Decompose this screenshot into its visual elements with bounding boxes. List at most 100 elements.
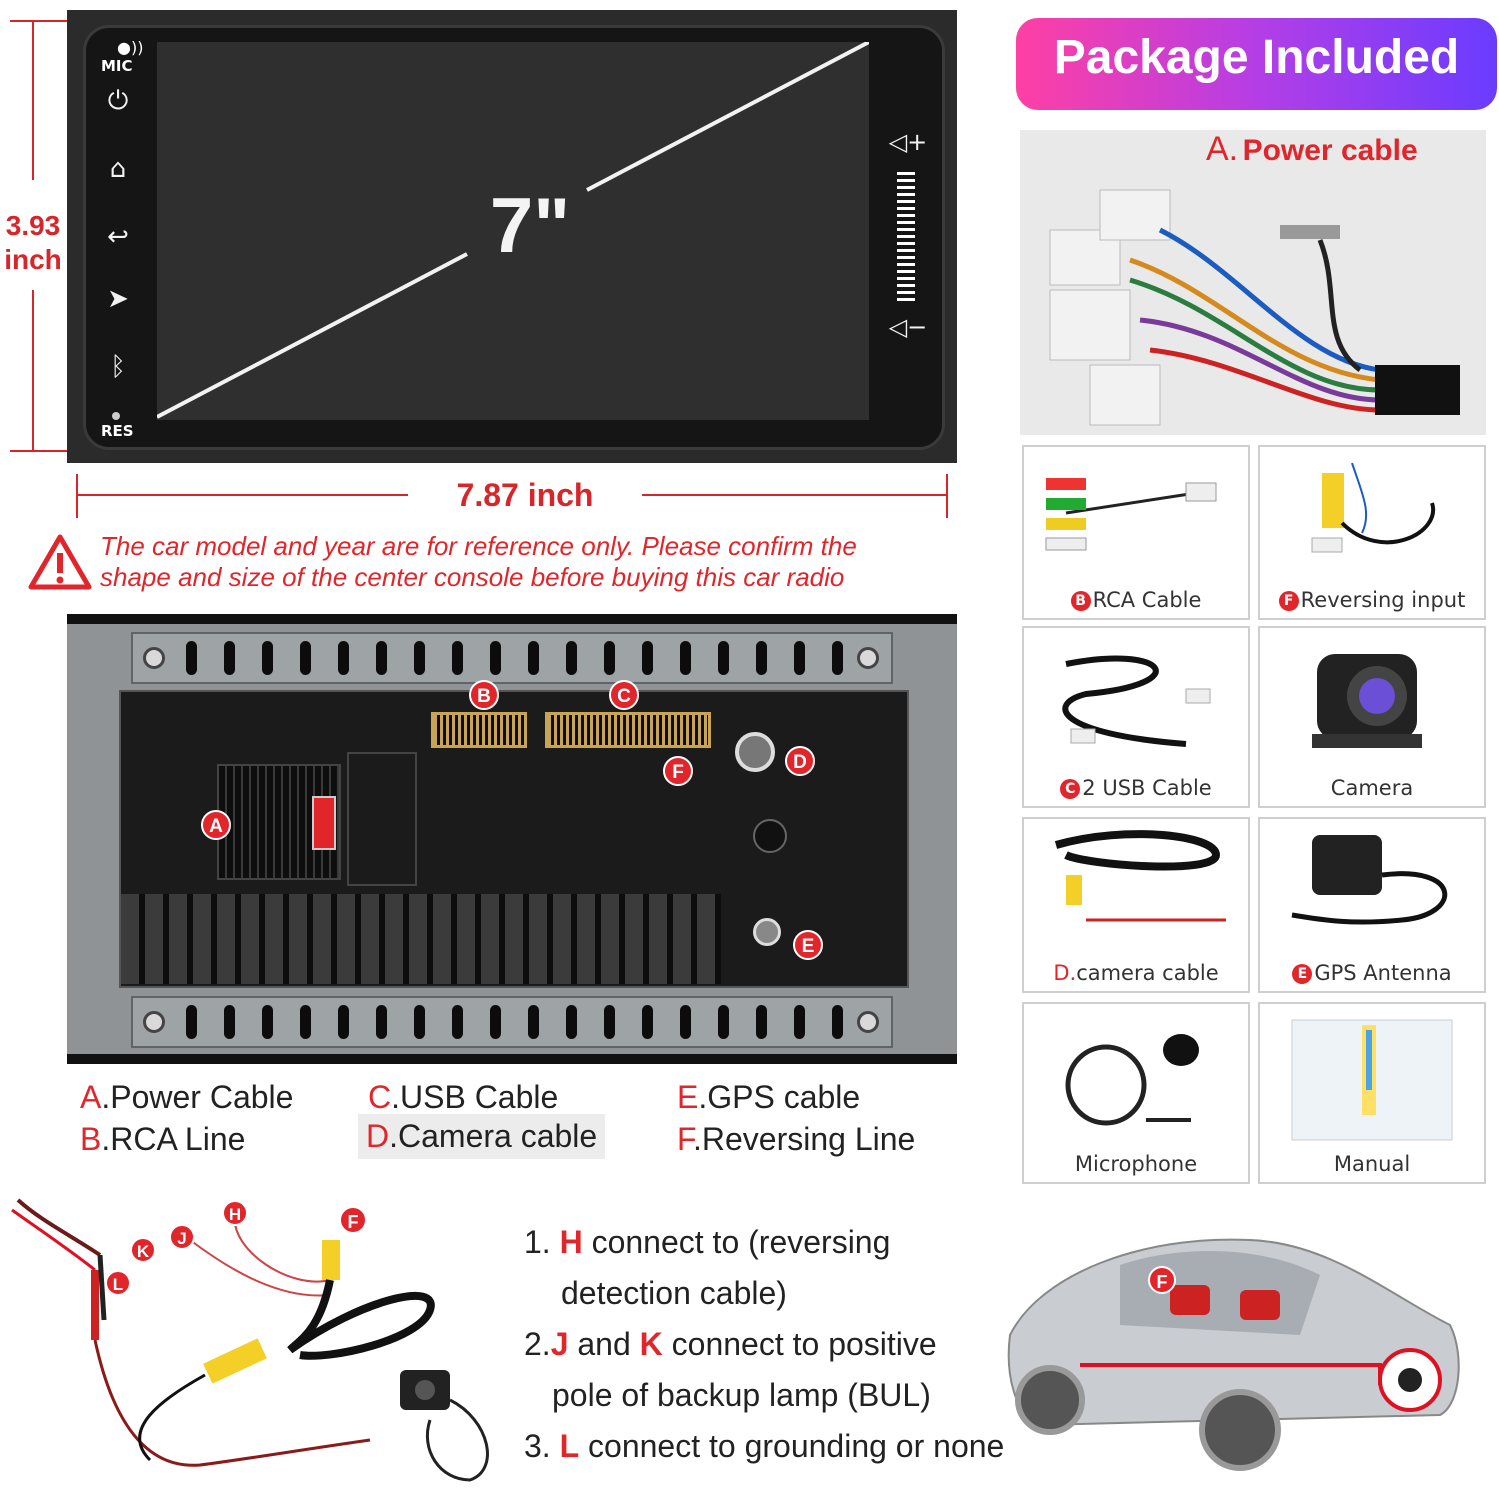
step-2-cont: pole of backup lamp (BUL): [552, 1377, 931, 1413]
screw-icon: [143, 1011, 165, 1033]
rca-cable-marker: B: [1070, 591, 1091, 611]
vent-slot: [718, 641, 729, 675]
vent-slot: [680, 641, 691, 675]
vent-slot: [186, 1005, 197, 1039]
volume-level-bars: [897, 172, 915, 302]
marker-c: C: [609, 680, 639, 710]
gps-port: [753, 918, 781, 946]
camera-item: Camera: [1258, 626, 1486, 808]
gps-antenna-marker: E: [1292, 964, 1313, 984]
marker-e: E: [793, 930, 823, 960]
vent-slot: [186, 641, 197, 675]
vent-slot: [376, 641, 387, 675]
camera-port: [735, 732, 775, 772]
gps-antenna-label: GPS Antenna: [1314, 961, 1452, 985]
manual-label: Manual: [1333, 1152, 1411, 1176]
vent-slot: [528, 641, 539, 675]
reversing-input-label: Reversing input: [1300, 588, 1466, 612]
warning-icon: [28, 534, 92, 590]
camera-caption: Camera: [1260, 776, 1484, 800]
usb-cable-marker: C: [1060, 779, 1081, 799]
radio-back-panel: A B C D E F: [67, 614, 957, 1064]
screw-icon: [857, 647, 879, 669]
home-icon[interactable]: ⌂: [109, 154, 127, 184]
bottom-vent-strip: [131, 996, 893, 1048]
power-cable-image: [1049, 189, 1460, 426]
height-dimension-top-tick: [10, 20, 108, 22]
vent-slot: [452, 641, 463, 675]
marker-f: F: [663, 756, 693, 786]
vent-slot: [680, 1005, 691, 1039]
marker-f-car: F: [1148, 1266, 1176, 1294]
package-title: Package Included: [1053, 31, 1460, 84]
bluetooth-icon[interactable]: ᛒ: [110, 352, 126, 382]
heatsink-fins: [121, 894, 721, 984]
package-title-banner: [1016, 18, 1497, 110]
warning-line-2: shape and size of the center console bef…: [100, 562, 845, 592]
camera-cable-label: camera cable: [1076, 961, 1219, 985]
marker-f-wiring: F: [339, 1206, 367, 1234]
vent-slot: [262, 1005, 273, 1039]
height-unit: inch: [4, 244, 62, 275]
vent-slot: [224, 641, 235, 675]
camera-cable-caption: D.camera cable: [1024, 961, 1248, 985]
screen-size-label: 7": [489, 181, 571, 269]
vent-slot: [528, 1005, 539, 1039]
power-icon[interactable]: ⏻: [107, 86, 129, 116]
step-1-cont: detection cable): [561, 1275, 787, 1311]
vent-slot: [832, 641, 843, 675]
step-1: 1. H connect to (reversing: [524, 1224, 891, 1260]
vent-slot: [756, 1005, 767, 1039]
legend-f: F.Reversing Line: [677, 1121, 916, 1157]
manual-caption: Manual: [1260, 1152, 1484, 1176]
vent-slot: [718, 1005, 729, 1039]
marker-b: B: [469, 680, 499, 710]
vent-slot: [376, 1005, 387, 1039]
radio-front: 3.93 inch 7" MIC ●)) ⏻ ⌂ ↩ ➤ ᛒ RES ◁+ ◁−…: [0, 0, 960, 518]
vent-slot: [338, 641, 349, 675]
warning-line-1: The car model and year are for reference…: [100, 531, 857, 561]
volume-down-icon[interactable]: ◁−: [888, 313, 928, 341]
vent-slot: [642, 1005, 653, 1039]
vent-slot: [224, 1005, 235, 1039]
power-cable-item: A. Power cable: [1020, 130, 1486, 435]
legend-c: C.USB Cable: [368, 1079, 559, 1115]
screw-icon: [143, 647, 165, 669]
vent-slot: [604, 641, 615, 675]
microphone-caption: Microphone: [1024, 1152, 1248, 1176]
camera-cable-item: D.camera cable: [1022, 817, 1250, 993]
manual-image: [1291, 1019, 1453, 1141]
gps-antenna-image: [1291, 835, 1448, 925]
vent-slot: [642, 641, 653, 675]
manual-item: Manual: [1258, 1002, 1486, 1184]
vent-slot: [604, 1005, 615, 1039]
width-label: 7.87 inch: [408, 477, 642, 514]
volume-up-icon[interactable]: ◁+: [888, 128, 928, 156]
res-label: RES: [101, 422, 134, 440]
marker-a: A: [201, 810, 231, 840]
navigation-icon[interactable]: ➤: [107, 284, 129, 314]
car-cutaway-image: [1007, 1238, 1460, 1471]
usb-cable-image: [1062, 655, 1211, 747]
vent-slot: [794, 641, 805, 675]
microphone-item: Microphone: [1022, 1002, 1250, 1184]
legend-a: A.Power Cable: [80, 1079, 294, 1115]
legend-e: E.GPS cable: [677, 1079, 861, 1115]
marker-h: H: [222, 1200, 248, 1226]
rca-cable-image: [1045, 478, 1217, 551]
top-vent-strip: [131, 632, 893, 684]
res-dot: [112, 412, 120, 420]
camera-cable-image: [1054, 830, 1226, 922]
fuse: [312, 796, 336, 850]
vent-slot: [832, 1005, 843, 1039]
height-value: 3.93: [5, 210, 61, 241]
back-icon[interactable]: ↩: [107, 222, 129, 252]
legend-d: D.Camera cable: [358, 1114, 606, 1159]
reversing-input-image: [1311, 462, 1436, 553]
